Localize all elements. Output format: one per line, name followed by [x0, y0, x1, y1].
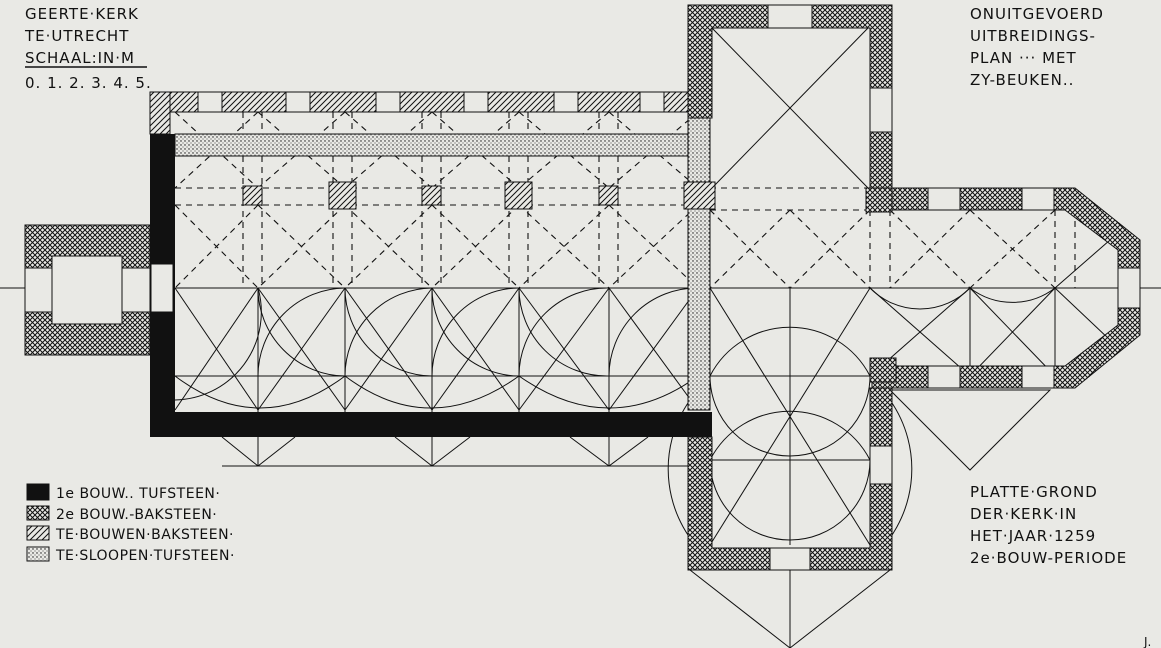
dotted-wall-east	[687, 117, 711, 411]
dotted-wall-north	[174, 133, 711, 157]
north-transept-walls	[687, 4, 893, 189]
plan-note-line-4: ZY-BEUKEN..	[970, 71, 1074, 89]
scale-numbers: 0. 1. 2. 3. 4. 5.	[25, 74, 152, 92]
ground-plan-line-2: DER·KERK·IN	[970, 505, 1077, 523]
plan-note-line-1: ONUITGEVOERD	[970, 5, 1104, 23]
plan-note-line-3: PLAN ··· MET	[970, 49, 1077, 67]
nave-vault-lines	[174, 287, 710, 467]
title-line-3: SCHAAL:IN·M	[25, 49, 135, 67]
legend-label-3: TE·BOUWEN·BAKSTEEN·	[55, 527, 234, 543]
legend-swatch-dotted	[26, 546, 50, 562]
legend-label-2: 2e BOUW.-BAKSTEEN·	[56, 507, 217, 523]
legend-label-4: TE·SLOOPEN·TUFSTEEN·	[55, 548, 235, 564]
title-block-bottom-right: PLATTE·GROND DER·KERK·IN HET·JAAR·1259 2…	[970, 483, 1127, 567]
title-block-top-left: GEERTE·KERK TE·UTRECHT SCHAAL:IN·M 0. 1.…	[24, 5, 152, 92]
legend-swatch-crosshatch	[26, 505, 50, 521]
north-aisle-wall	[149, 91, 691, 135]
north-transept-vault	[711, 27, 869, 189]
ground-plan-line-3: HET·JAAR·1259	[970, 527, 1096, 545]
title-line-1: GEERTE·KERK	[25, 5, 139, 23]
first-build-walls	[150, 134, 712, 437]
ground-plan-line-1: PLATTE·GROND	[970, 483, 1098, 501]
title-block-top-right: ONUITGEVOERD UITBREIDINGS- PLAN ··· MET …	[970, 5, 1104, 89]
title-line-2: TE·UTRECHT	[24, 27, 129, 45]
south-transept-walls	[687, 357, 897, 571]
plan-note-line-2: UITBREIDINGS-	[970, 27, 1096, 45]
legend: 1e BOUW.. TUFSTEEN· 2e BOUW.-BAKSTEEN· T…	[26, 483, 235, 564]
piers	[242, 181, 716, 210]
ground-plan-line-4: 2e·BOUW-PERIODE	[970, 549, 1127, 567]
signature: J.	[1143, 635, 1151, 648]
west-tower	[24, 224, 151, 356]
legend-swatch-solid	[26, 483, 50, 501]
legend-label-1: 1e BOUW.. TUFSTEEN·	[56, 486, 220, 502]
legend-swatch-diagonal	[26, 525, 50, 541]
